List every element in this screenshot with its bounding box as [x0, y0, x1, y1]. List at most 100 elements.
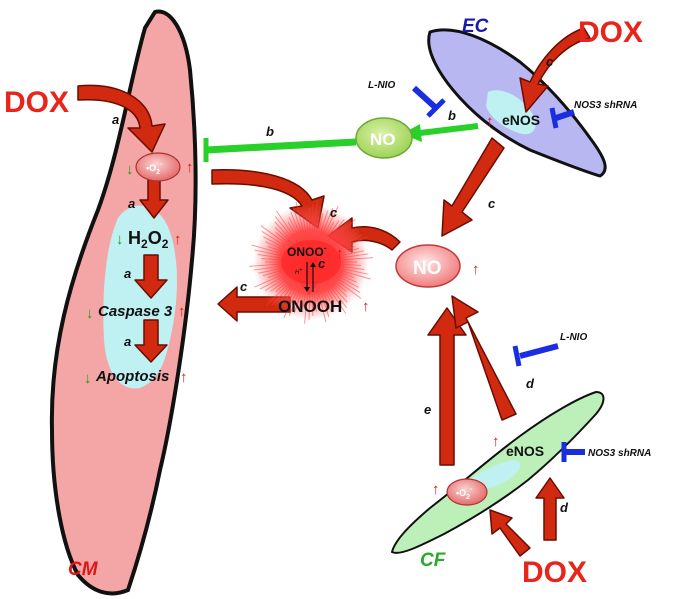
arrow-enos-to-no-green-head — [402, 124, 422, 142]
burst-ray — [313, 216, 320, 245]
path-label-c-3: c — [330, 205, 338, 220]
path-label-e: e — [424, 402, 431, 417]
path-label-d-1: d — [526, 376, 535, 391]
arrow-dox-cf-to-enos — [535, 477, 565, 541]
burst-ray — [290, 211, 305, 246]
change-indicators: ↑ ↓ ↑ ↓ ↑ ↓ ↑ ↓ ↑ ↑ ↑ ↑ ↑ ↑ — [84, 113, 500, 498]
cell-label-cm: CM — [68, 559, 99, 580]
down-arrow-h2o2: ↓ — [116, 231, 124, 248]
burst-ray — [312, 200, 318, 245]
up-arrow-onoo: ↑ — [336, 245, 344, 262]
apoptosis-label: Apoptosis — [95, 368, 169, 385]
burst-ray — [313, 279, 320, 308]
burst-ray — [308, 208, 311, 245]
shrna-label-ec: NOS3 shRNA — [574, 100, 637, 111]
arrow-h2o2-to-caspase — [134, 254, 168, 299]
superoxide-sub: 2 — [466, 494, 470, 501]
shrna-label-cf: NOS3 shRNA — [588, 448, 651, 459]
up-arrow-no-red: ↑ — [472, 261, 480, 278]
burst-ray — [311, 204, 314, 245]
burst-ray — [317, 278, 332, 313]
inhibit-lnio-ec-bar — [426, 98, 446, 118]
burst-ray — [311, 279, 314, 316]
arrow-dox-ec-to-enos — [519, 27, 591, 113]
path-label-a-1: a — [112, 112, 119, 127]
equilibrium-arrow-down-head — [304, 287, 310, 292]
lnio-label-cf: L-NIO — [560, 332, 587, 343]
no-node-red — [395, 244, 461, 288]
dox-label-cm: DOX — [4, 86, 69, 119]
up-arrow-enos-ec: ↑ — [486, 113, 494, 130]
path-label-a-2: a — [128, 196, 135, 211]
arrow-dox-to-superoxide — [77, 84, 166, 153]
burst-ray — [298, 279, 308, 311]
up-arrow-enos-cf: ↑ — [492, 433, 500, 450]
burst-ray — [305, 212, 310, 245]
superoxide-node-cm — [135, 152, 181, 182]
path-label-c-5: c — [240, 279, 248, 294]
inhibit-lnio-cf — [519, 343, 559, 359]
arrow-enos-ec-to-no — [441, 137, 505, 237]
lnio-label-ec: L-NIO — [368, 80, 395, 91]
down-arrow-apoptosis: ↓ — [84, 370, 92, 387]
burst-ray — [321, 275, 348, 309]
burst-ray — [314, 213, 324, 245]
burst-ray — [318, 277, 334, 308]
h2o2-sub1: 2 — [141, 237, 148, 251]
up-arrow-h2o2: ↑ — [174, 231, 182, 248]
burst-ray — [292, 206, 306, 246]
path-label-a-4: a — [124, 334, 131, 349]
path-label-c-2: c — [488, 196, 496, 211]
endothelial-inner-region — [486, 90, 536, 135]
burst-ray — [274, 215, 301, 249]
h-plus-charge: + — [299, 267, 302, 273]
burst-ray — [314, 279, 327, 323]
superoxide-base: •O — [146, 163, 156, 173]
enos-label-ec: eNOS — [502, 112, 540, 128]
burst-ray — [308, 279, 311, 320]
burst-ray — [317, 208, 334, 246]
down-arrow-superoxide-cm: ↓ — [126, 161, 134, 178]
enos-label-cf: eNOS — [506, 443, 544, 459]
h-plus-label: H+ — [295, 267, 302, 276]
burst-ray — [320, 276, 347, 314]
h2o2-o: O — [148, 228, 162, 248]
peroxynitrite-burst — [249, 200, 373, 324]
superoxide-label-cf: •O2- — [456, 486, 473, 501]
inhibit-no-to-superoxide — [205, 138, 357, 154]
inhibit-lnio-cf-bar — [512, 345, 522, 367]
up-arrow-onooh: ↑ — [362, 298, 370, 315]
burst-ray — [275, 210, 302, 248]
cell-label-cf: CF — [420, 550, 447, 571]
arrow-enos-to-no-green — [419, 123, 479, 136]
burst-ray — [288, 278, 305, 316]
dox-label-cf: DOX — [522, 556, 587, 589]
superoxide-sup: - — [160, 161, 163, 168]
superoxide-node-cf — [446, 478, 488, 506]
onooh-label: ONOOH — [278, 297, 342, 316]
burst-ray — [295, 201, 308, 245]
path-label-c-1: c — [546, 54, 554, 69]
no-label-red: NO — [413, 258, 442, 279]
onoo-label: ONOO- — [287, 243, 327, 259]
burst-ray — [266, 274, 299, 306]
cell-label-ec: EC — [462, 16, 489, 37]
onoo-text: ONOO — [287, 245, 324, 259]
no-label-green: NO — [370, 130, 396, 149]
inhibition-symbols — [203, 85, 585, 462]
caspase-label: Caspase 3 — [98, 303, 173, 320]
superoxide-sup: - — [470, 486, 473, 493]
arrow-superoxide-cf-to-no — [427, 307, 467, 466]
dox-label-ec: DOX — [578, 16, 643, 49]
up-arrow-superoxide-cf: ↑ — [432, 481, 440, 498]
superoxide-base: •O — [456, 488, 466, 498]
path-label-a-3: a — [124, 266, 131, 281]
path-label-b-1: b — [266, 124, 274, 139]
cardiac-fibroblast-inner-region — [470, 460, 521, 490]
up-arrow-apoptosis: ↑ — [180, 369, 188, 386]
no-node-green — [355, 117, 413, 159]
burst-ray — [316, 278, 330, 318]
burst-ray — [316, 210, 329, 246]
burst-ray — [293, 278, 306, 314]
